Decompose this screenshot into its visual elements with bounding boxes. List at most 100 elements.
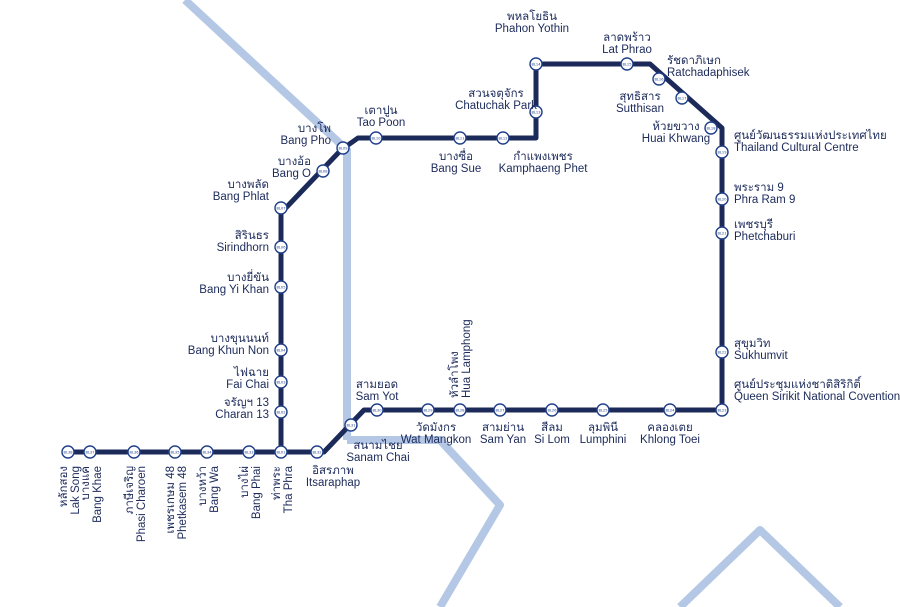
station-bl02[interactable]: BL02 [274,405,288,419]
station-marker[interactable] [715,345,729,359]
station-marker[interactable] [127,445,141,459]
station-bl36[interactable]: BL36 [127,445,141,459]
station-label-th: กำแพงเพชร [513,150,573,163]
station-marker[interactable] [496,131,510,145]
station-bl22[interactable]: BL22 [715,345,729,359]
station-bl21[interactable]: BL21 [715,226,729,240]
station-bl14[interactable]: BL14 [529,57,543,71]
station-bl15[interactable]: BL15 [620,57,634,71]
station-bl01[interactable]: BL01 [274,445,288,459]
station-marker[interactable] [61,445,75,459]
station-bl17[interactable]: BL17 [675,91,689,105]
station-bl30[interactable]: BL30 [370,403,384,417]
stations: BL38 BL37 BL36 BL35 BL34 BL33 BL01 BL02 BL03 BL04… [61,57,729,459]
station-marker[interactable] [242,445,256,459]
station-marker[interactable] [274,375,288,389]
station-marker[interactable] [274,201,288,215]
station-label-th: สีลม [541,421,563,434]
station-marker[interactable] [369,131,383,145]
station-marker[interactable] [596,403,610,417]
station-marker[interactable] [652,72,666,86]
station-marker[interactable] [274,280,288,294]
station-bl06[interactable]: BL06 [274,240,288,254]
station-label-th: สุทธิสาร [619,90,660,103]
station-label-th: อิสรภาพ [312,464,354,477]
station-bl09[interactable]: BL09 [336,141,350,155]
station-marker[interactable] [715,192,729,206]
station-bl08[interactable]: BL08 [316,164,330,178]
station-bl11[interactable]: BL11 [453,131,467,145]
station-bl34[interactable]: BL34 [200,445,214,459]
station-bl16[interactable]: BL16 [652,72,666,86]
station-bl33[interactable]: BL33 [242,445,256,459]
station-marker[interactable] [316,164,330,178]
station-label-en: Sutthisan [616,103,664,115]
station-bl32[interactable]: BL32 [310,445,324,459]
station-bl25[interactable]: BL25 [596,403,610,417]
station-marker[interactable] [168,445,182,459]
station-label-en: Chatuchak Park [455,100,537,112]
station-marker[interactable] [529,57,543,71]
station-marker[interactable] [421,403,435,417]
station-marker[interactable] [620,57,634,71]
station-label-en: Bang Khun Non [188,345,269,357]
station-marker[interactable] [493,403,507,417]
station-label-en: Bang Phlat [213,191,270,203]
station-bl04[interactable]: BL04 [274,343,288,357]
station-code: BL37 [85,450,94,454]
station-marker[interactable] [545,403,559,417]
station-bl19[interactable]: BL19 [715,145,729,159]
station-marker[interactable] [370,403,384,417]
station-marker[interactable] [274,240,288,254]
station-code: BL32 [312,450,321,454]
station-bl10[interactable]: BL10 [369,131,383,145]
station-marker[interactable] [715,145,729,159]
station-marker[interactable] [274,343,288,357]
station-label-th: บางแค [80,466,92,500]
station-marker[interactable] [704,121,718,135]
station-bl12[interactable]: BL12 [496,131,510,145]
station-code: BL15 [622,62,631,66]
station-bl23[interactable]: BL23 [715,403,729,417]
station-marker[interactable] [344,418,358,432]
station-bl18[interactable]: BL18 [704,121,718,135]
station-marker[interactable] [310,445,324,459]
station-marker[interactable] [200,445,214,459]
station-code: BL29 [423,408,433,412]
station-bl26[interactable]: BL26 [545,403,559,417]
station-marker[interactable] [274,405,288,419]
station-label-en: Phasi Charoen [136,466,148,542]
station-label-en: Sanam Chai [346,452,409,464]
station-bl07[interactable]: BL07 [274,201,288,215]
station-label-th: ลุมพินี [588,421,618,434]
station-marker[interactable] [336,141,350,155]
station-bl03[interactable]: BL03 [274,375,288,389]
station-code: BL19 [717,150,727,154]
station-bl05[interactable]: BL05 [274,280,288,294]
station-marker[interactable] [274,445,288,459]
station-bl31[interactable]: BL31 [344,418,358,432]
other-line-3 [677,526,843,607]
station-marker[interactable] [715,403,729,417]
station-bl35[interactable]: BL35 [168,445,182,459]
station-bl20[interactable]: BL20 [715,192,729,206]
station-bl38[interactable]: BL38 [61,445,75,459]
station-marker[interactable] [453,131,467,145]
station-label-th: บางขุนนนท์ [211,331,269,345]
station-bl37[interactable]: BL37 [83,445,97,459]
station-bl27[interactable]: BL27 [493,403,507,417]
station-marker[interactable] [675,91,689,105]
station-bl29[interactable]: BL29 [421,403,435,417]
station-bl13[interactable]: BL13 [529,105,543,119]
station-bl28[interactable]: BL28 [453,403,467,417]
station-marker[interactable] [83,445,97,459]
station-bl24[interactable]: BL24 [663,403,677,417]
station-marker[interactable] [715,226,729,240]
station-marker[interactable] [529,105,543,119]
station-marker[interactable] [453,403,467,417]
station-label-en: Bang Phai [251,466,263,519]
station-marker[interactable] [663,403,677,417]
